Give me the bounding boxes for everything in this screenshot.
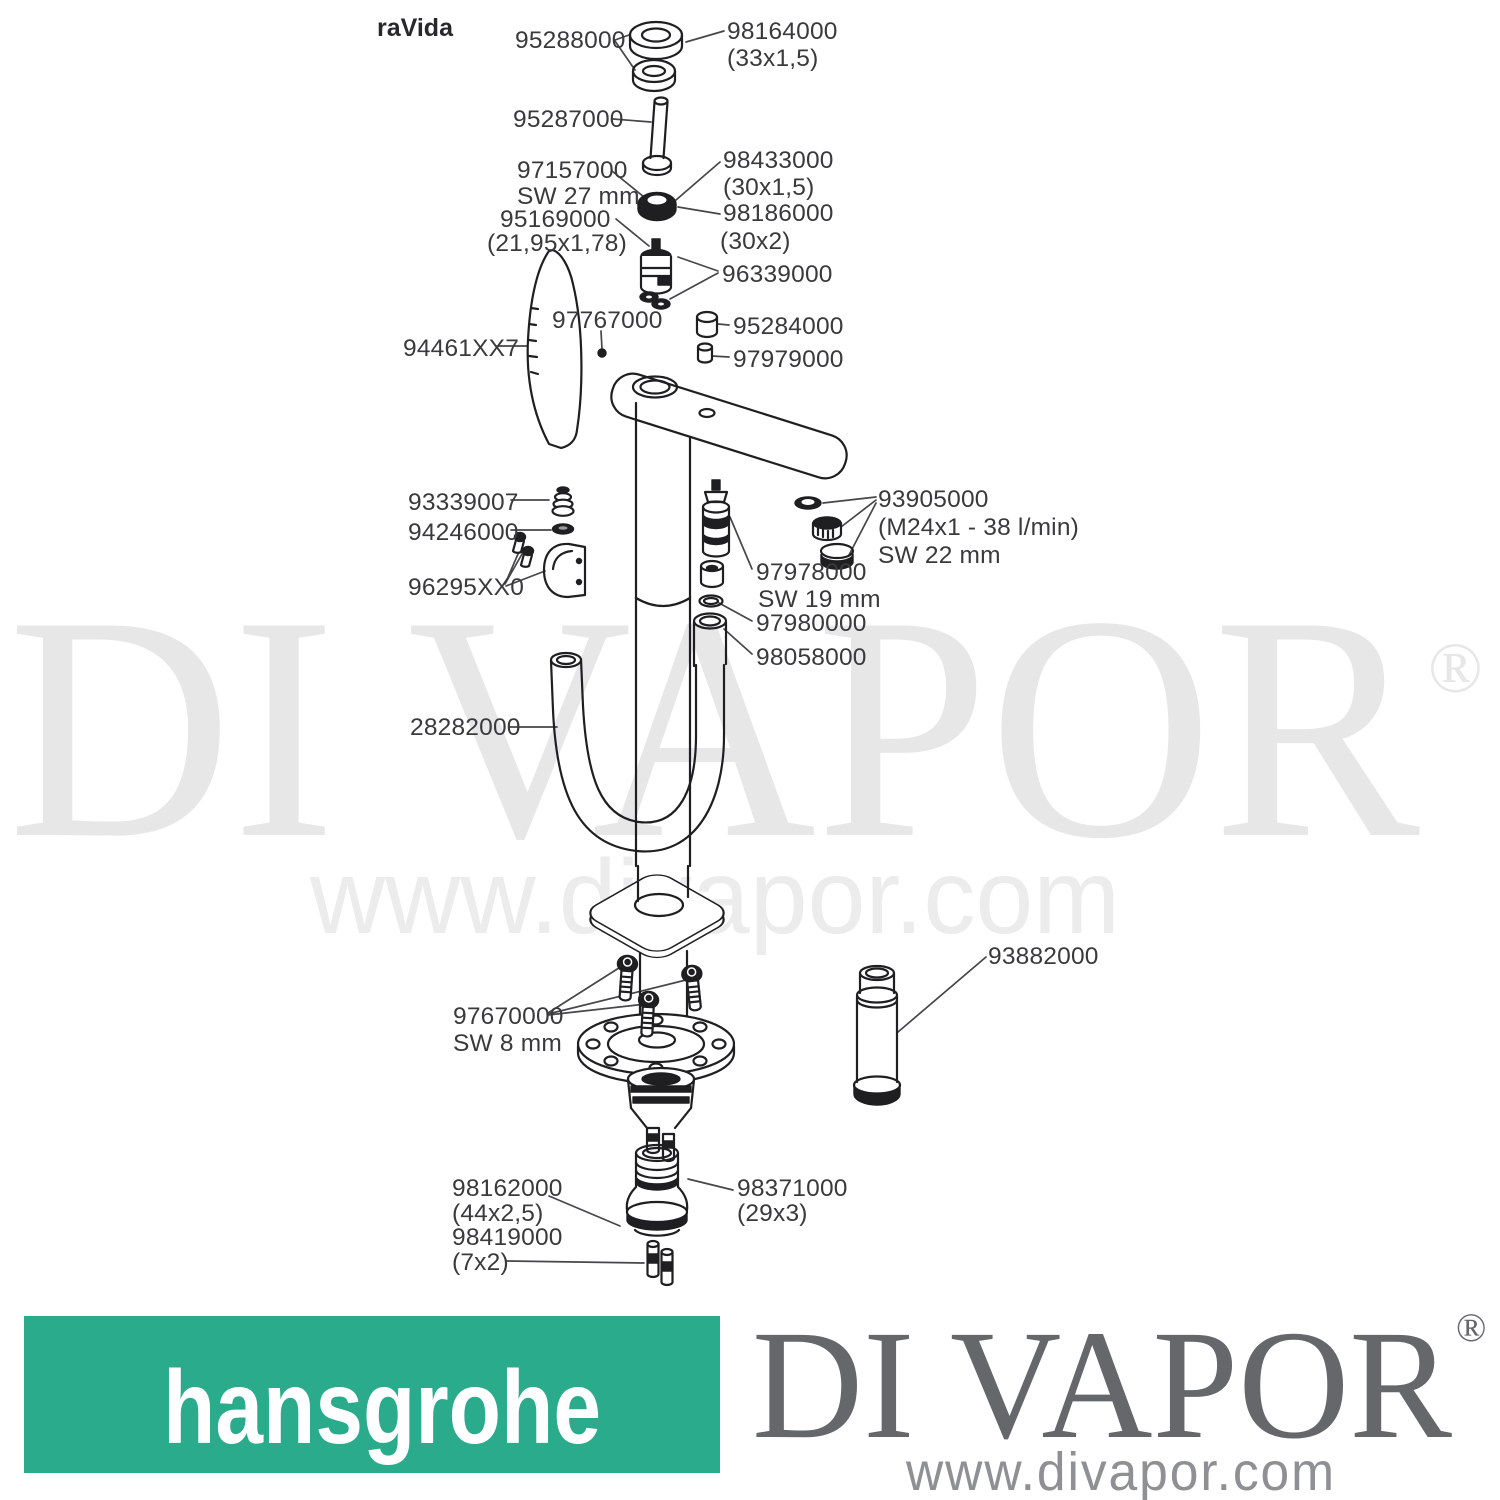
part-diverter-cartridge xyxy=(692,479,731,668)
part-pin xyxy=(641,96,673,177)
part-size-label: SW 22 mm xyxy=(878,542,1001,569)
part-small-cartridge xyxy=(639,238,673,310)
part-number-label: 98162000 xyxy=(452,1175,563,1202)
part-base-plate xyxy=(589,864,725,1018)
part-hose xyxy=(549,651,726,853)
part-handle xyxy=(526,248,583,450)
part-number-label: 28282000 xyxy=(410,714,521,741)
part-size-label: (44x2,5) xyxy=(452,1200,544,1227)
part-number-label: 97978000 xyxy=(756,559,867,586)
part-top-seal-rings xyxy=(628,20,684,93)
part-number-label: 97767000 xyxy=(552,307,663,334)
part-strainer-washer xyxy=(551,523,575,535)
part-number-label: 98419000 xyxy=(452,1224,563,1251)
diagram-title: raVida xyxy=(377,14,453,42)
part-number-label: 97980000 xyxy=(756,610,867,637)
divapor-registered-mark: ® xyxy=(1456,1305,1486,1350)
part-number-label: 95288000 xyxy=(515,27,626,54)
part-number-label: 93882000 xyxy=(988,943,1099,970)
part-number-label: 96339000 xyxy=(722,261,833,288)
part-size-label: SW 8 mm xyxy=(453,1030,562,1057)
part-number-label: 95169000 xyxy=(500,206,611,233)
part-number-label: 97670000 xyxy=(453,1003,564,1030)
part-size-label: SW 27 mm xyxy=(517,183,640,210)
watermark-registered-mark: ® xyxy=(1428,628,1483,708)
part-pins xyxy=(646,1239,674,1287)
part-spring xyxy=(551,486,575,517)
part-number-label: 95287000 xyxy=(513,106,624,133)
part-size-label: (21,95x1,78) xyxy=(487,230,627,257)
part-aerator-set xyxy=(794,496,855,570)
part-size-label: (30x1,5) xyxy=(723,174,815,201)
part-grub-screw xyxy=(597,348,607,358)
part-size-label: (30x2) xyxy=(720,228,791,255)
watermark-brand-text: DI VAPOR xyxy=(8,551,1422,905)
part-number-label: 98371000 xyxy=(737,1175,848,1202)
part-spout xyxy=(610,372,848,480)
part-clip-screws xyxy=(511,531,535,568)
part-number-label: 98186000 xyxy=(723,200,834,227)
part-size-label: (33x1,5) xyxy=(727,45,819,72)
part-bottom-fitting xyxy=(625,1143,689,1237)
part-size-label: (7x2) xyxy=(452,1249,509,1276)
part-number-label: 95284000 xyxy=(733,313,844,340)
part-fixing-screws xyxy=(616,954,703,1038)
hansgrohe-logo-text: hansgrohe xyxy=(163,1350,601,1466)
leader-lines xyxy=(496,30,987,1264)
divapor-url-text: www.divapor.com xyxy=(905,1442,1336,1500)
part-size-label: SW 19 mm xyxy=(758,586,881,613)
part-number-label: 97979000 xyxy=(733,346,844,373)
part-number-label: 98164000 xyxy=(727,18,838,45)
part-number-label: 93905000 xyxy=(878,486,989,513)
part-number-label: 96295XX0 xyxy=(408,574,525,601)
part-number-label: 94246000 xyxy=(408,519,519,546)
part-number-label: 98433000 xyxy=(723,147,834,174)
part-number-label: 93339007 xyxy=(408,489,519,516)
part-size-label: (29x3) xyxy=(737,1200,808,1227)
part-nut xyxy=(637,191,677,222)
part-sleeves xyxy=(695,310,719,364)
watermark-url-text: www.divapor.com xyxy=(309,838,1120,956)
part-base-cartridge xyxy=(852,964,902,1106)
divapor-logo-text: DI VAPOR xyxy=(752,1298,1452,1471)
part-number-label: 94461XX7 xyxy=(403,335,520,362)
hansgrohe-logo-banner xyxy=(24,1316,720,1473)
part-holder-clip xyxy=(542,542,587,599)
part-number-label: 97157000 xyxy=(517,157,628,184)
part-size-label: (M24x1 - 38 l/min) xyxy=(878,514,1080,541)
part-number-label: 98058000 xyxy=(756,644,867,671)
